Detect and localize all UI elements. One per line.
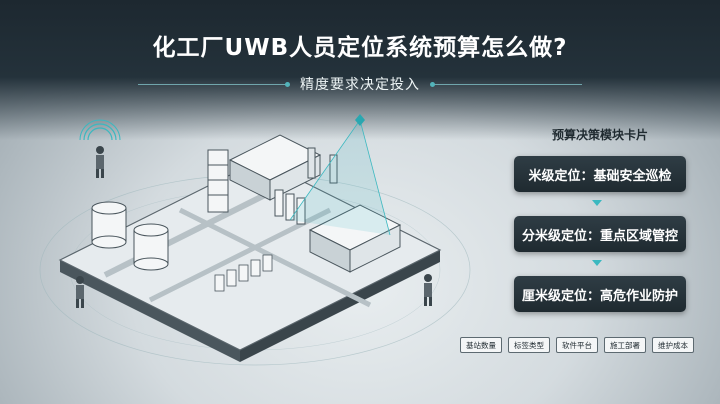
worker-icon — [424, 274, 432, 306]
platform-top — [58, 159, 442, 351]
subtitle-divider-right — [430, 81, 582, 87]
tag-maintenance-cost: 维护成本 — [652, 337, 694, 353]
processing-unit — [308, 204, 402, 273]
subtitle-row: 精度要求决定投入 — [0, 73, 720, 95]
page-title: 化工厂UWB人员定位系统预算怎么做? — [152, 35, 568, 61]
uwb-signal-beam — [359, 119, 391, 236]
chimney — [307, 147, 316, 179]
chevron-down-icon — [592, 260, 602, 266]
tag-software-platform: 软件平台 — [556, 337, 598, 353]
worker-icon — [76, 276, 84, 308]
storage-tank — [133, 223, 169, 271]
tag-label-type: 标签类型 — [508, 337, 550, 353]
card-centimeter-level[interactable]: 厘米级定位：高危作业防护 — [514, 276, 686, 312]
storage-tank — [91, 201, 127, 249]
uwb-signal-beam — [290, 120, 390, 235]
chevron-down-icon — [592, 200, 602, 206]
chimney — [329, 154, 338, 184]
tag-deployment: 施工部署 — [604, 337, 646, 353]
road — [148, 207, 332, 303]
platform-side-right — [240, 250, 440, 362]
page-subtitle: 精度要求决定投入 — [300, 77, 420, 93]
panel-title: 预算决策模块卡片 — [551, 128, 648, 142]
card-meter-level[interactable]: 米级定位：基础安全巡检 — [514, 156, 686, 192]
factory-illustration — [39, 114, 471, 366]
uwb-signal-beam — [289, 119, 361, 221]
distillation-tower — [207, 149, 229, 213]
card-decimeter-level[interactable]: 分米级定位：重点区域管控 — [514, 216, 686, 252]
tag-anchor-count: 基站数量 — [460, 337, 502, 353]
cost-factor-tags: 基站数量 标签类型 软件平台 施工部署 维护成本 — [460, 337, 694, 353]
budget-decision-panel: 预算决策模块卡片 米级定位：基础安全巡检 分米级定位：重点区域管控 厘米级定位：… — [500, 118, 700, 318]
road — [178, 207, 372, 308]
uwb-anchor-icon — [355, 114, 365, 126]
subtitle-divider-left — [138, 81, 290, 87]
worker-icon — [79, 119, 121, 178]
drum-storage — [214, 254, 273, 292]
